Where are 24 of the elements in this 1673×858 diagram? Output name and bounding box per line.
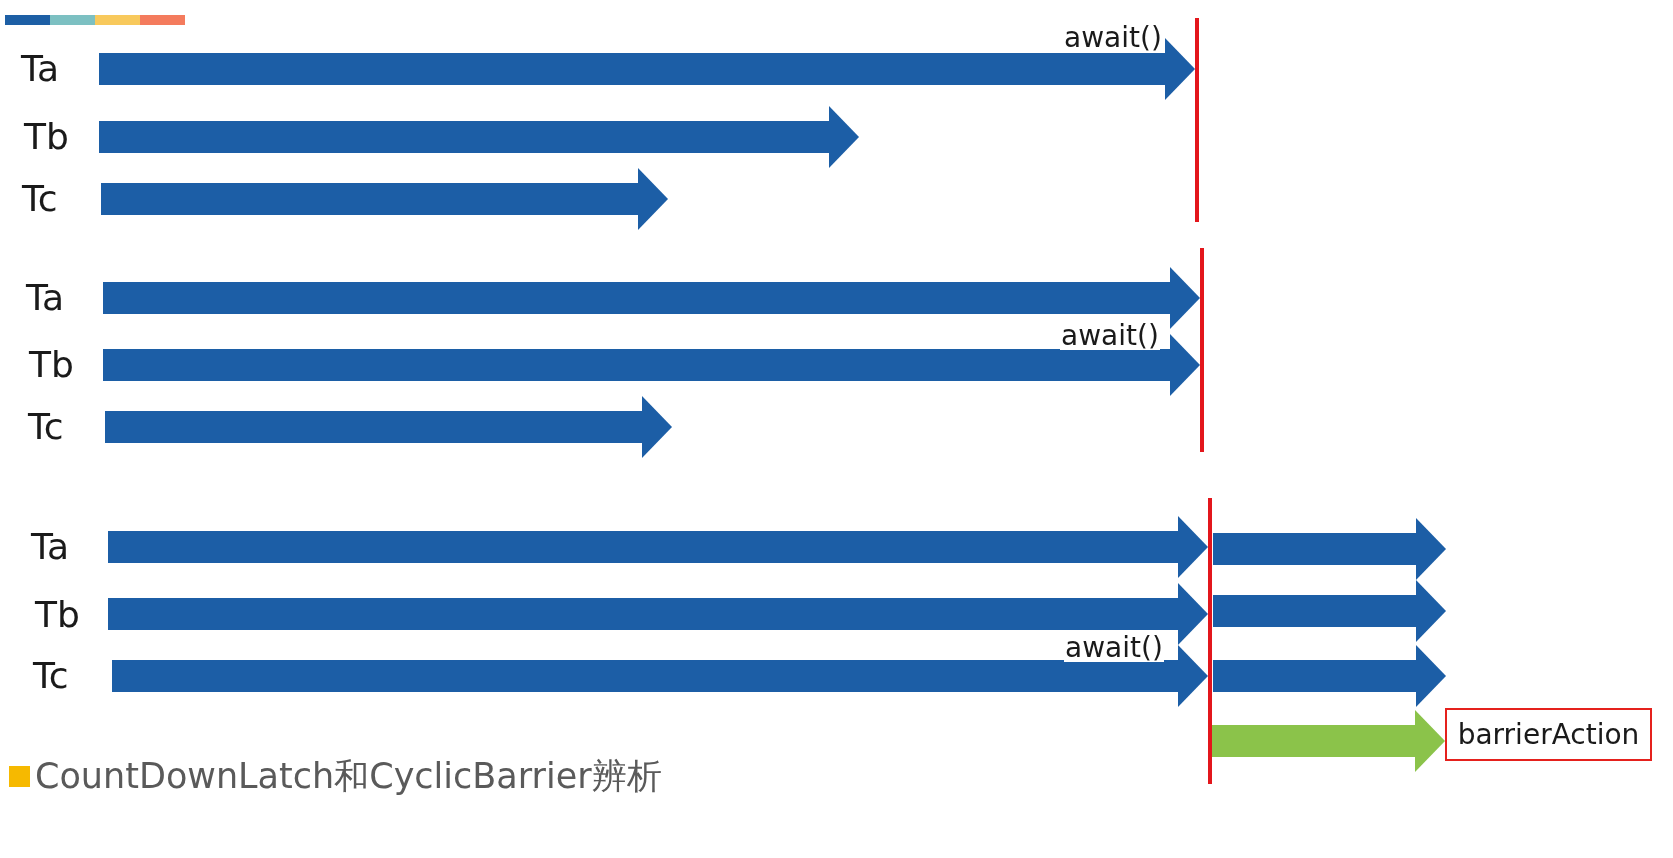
title: CountDownLatch和CyclicBarrier辨析 [35, 759, 662, 794]
block-arrow [101, 168, 668, 230]
action-box: barrierAction [1445, 708, 1652, 761]
block-arrow [103, 267, 1200, 329]
block-arrow [112, 645, 1208, 707]
thread-label: Tb [29, 347, 74, 383]
block-arrow [105, 396, 672, 458]
thread-label: Tb [24, 119, 69, 155]
thread-label: Tc [33, 658, 69, 694]
block-arrow [99, 38, 1195, 100]
block-arrow [108, 583, 1208, 645]
thread-label: Tc [22, 181, 58, 217]
edge-label: await() [1064, 634, 1164, 662]
thread-label: Ta [21, 51, 60, 87]
thread-label: Ta [31, 529, 70, 565]
thread-label: Tb [35, 597, 80, 633]
edge-label: await() [1063, 24, 1163, 52]
block-arrow [99, 106, 859, 168]
block-arrow [1212, 710, 1445, 772]
block-arrow [108, 516, 1208, 578]
block-arrow [103, 334, 1200, 396]
edge-label: await() [1060, 322, 1160, 350]
thread-label: Ta [26, 280, 65, 316]
thread-label: Tc [28, 409, 64, 445]
